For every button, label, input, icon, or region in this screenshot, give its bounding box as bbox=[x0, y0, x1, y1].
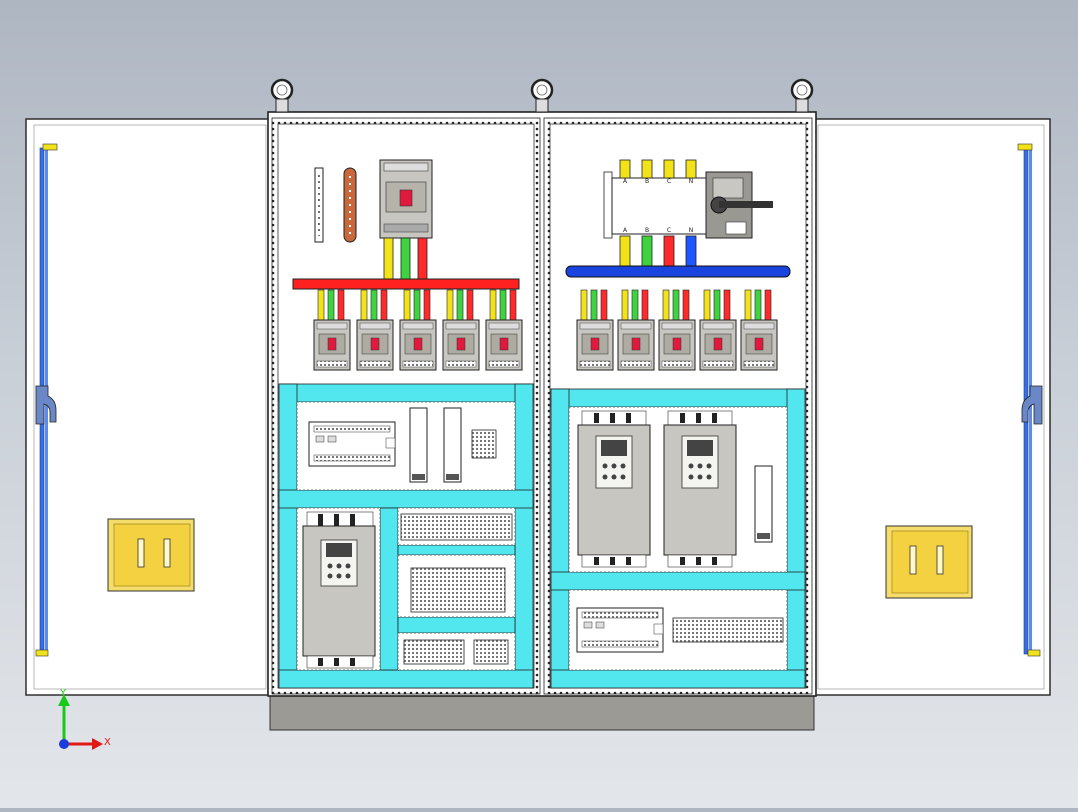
power-supply-module[interactable] bbox=[409, 407, 428, 483]
branch-breaker[interactable] bbox=[617, 289, 655, 371]
terminal-block-row[interactable] bbox=[403, 639, 509, 665]
main-breaker[interactable] bbox=[379, 159, 433, 239]
power-supply-module[interactable] bbox=[443, 407, 462, 483]
ats-bottom-phase-label: B bbox=[645, 227, 649, 234]
branch-breaker[interactable] bbox=[658, 289, 696, 371]
left-section bbox=[278, 159, 534, 689]
ats-top-terminal[interactable]: A bbox=[619, 159, 631, 185]
door-lock-rod-right[interactable] bbox=[1017, 143, 1043, 657]
vfd-drive[interactable] bbox=[663, 410, 737, 568]
cabinet-plinth bbox=[269, 694, 815, 731]
plc-module-right[interactable] bbox=[576, 607, 664, 653]
lifting-eyes bbox=[270, 78, 814, 113]
branch-breakers-left bbox=[313, 289, 523, 371]
lifting-eye-icon bbox=[270, 78, 294, 113]
busbar-red bbox=[292, 278, 520, 290]
lifting-eye-icon bbox=[530, 78, 554, 113]
vfd-drive[interactable] bbox=[577, 410, 651, 568]
neutral-bar[interactable] bbox=[314, 167, 324, 243]
vfd-drives-right bbox=[577, 410, 737, 568]
branch-breaker[interactable] bbox=[740, 289, 778, 371]
door-latch-left[interactable] bbox=[107, 518, 195, 592]
right-section: A B C N A B C N bbox=[550, 159, 806, 689]
main-breaker-cables bbox=[383, 237, 428, 281]
ats-bottom-phase-label: N bbox=[689, 227, 694, 234]
branch-breaker[interactable] bbox=[399, 289, 437, 371]
ats-top-phase-label: C bbox=[667, 178, 671, 185]
terminal-block-row[interactable] bbox=[400, 513, 513, 541]
earth-bar[interactable] bbox=[343, 167, 357, 243]
door-latch-right[interactable] bbox=[885, 525, 973, 599]
lifting-eye-icon bbox=[790, 78, 814, 113]
power-supply-module[interactable] bbox=[754, 465, 773, 543]
plc-module-left[interactable] bbox=[308, 421, 396, 467]
relay-block[interactable] bbox=[471, 429, 497, 459]
ats-top-terminal[interactable]: B bbox=[641, 159, 653, 185]
axis-x-label: X bbox=[104, 737, 111, 748]
ats-bottom-phase-label: A bbox=[623, 227, 628, 234]
branch-breaker[interactable] bbox=[485, 289, 523, 371]
axis-y-label: Y bbox=[59, 688, 67, 699]
door-lock-rod-left[interactable] bbox=[35, 143, 58, 657]
ats-bottom-phase-label: C bbox=[667, 227, 671, 234]
ats-top-phase-label: A bbox=[623, 178, 628, 185]
ats-top-terminal[interactable]: N bbox=[685, 159, 697, 185]
axis-triad-icon: X Y bbox=[58, 688, 111, 750]
branch-breaker[interactable] bbox=[699, 289, 737, 371]
left-door bbox=[25, 118, 273, 696]
branch-breaker[interactable] bbox=[576, 289, 614, 371]
terminal-block-row[interactable] bbox=[672, 617, 784, 643]
branch-breaker[interactable] bbox=[356, 289, 394, 371]
branch-breaker[interactable] bbox=[442, 289, 480, 371]
contactor-row[interactable] bbox=[410, 567, 506, 613]
ats-top-phase-label: N bbox=[689, 178, 694, 185]
branch-breaker[interactable] bbox=[313, 289, 351, 371]
branch-breakers-right bbox=[576, 289, 778, 371]
vfd-drive-left[interactable] bbox=[302, 511, 376, 669]
automatic-transfer-switch[interactable] bbox=[603, 171, 773, 239]
ats-top-phase-label: B bbox=[645, 178, 649, 185]
ats-top-terminal[interactable]: C bbox=[663, 159, 675, 185]
right-door bbox=[811, 118, 1051, 696]
busbar-blue bbox=[565, 265, 791, 278]
